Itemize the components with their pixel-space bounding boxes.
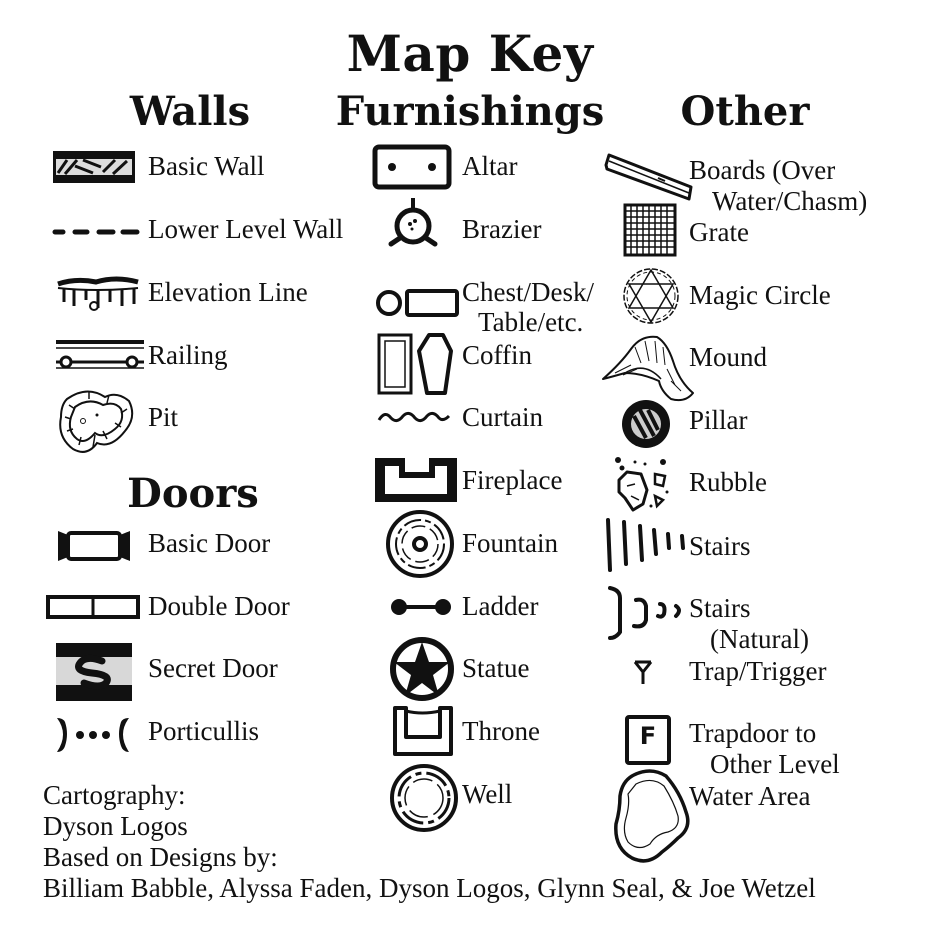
- ladder-label: Ladder: [462, 591, 539, 621]
- credits-designers: Billiam Babble, Alyssa Faden, Dyson Logo…: [43, 873, 816, 903]
- railing-icon: [54, 338, 146, 372]
- brazier-label: Brazier: [462, 214, 542, 244]
- basic-wall-icon: [53, 151, 135, 183]
- walls-heading: Walls: [129, 88, 251, 135]
- magic-circle-icon: [621, 266, 681, 326]
- portcullis-icon: [55, 716, 131, 754]
- mound-icon: [601, 333, 695, 405]
- rubble-icon: [613, 456, 671, 514]
- trapdoor-label: Trapdoor to: [689, 718, 817, 748]
- pit-icon: [57, 387, 137, 457]
- double-door-icon: [46, 594, 140, 620]
- lower-level-wall-label: Lower Level Wall: [148, 214, 344, 244]
- fountain-label: Fountain: [462, 528, 559, 558]
- other-heading: Other: [680, 88, 810, 135]
- throne-label: Throne: [462, 716, 540, 746]
- well-label: Well: [462, 779, 513, 809]
- magic-circle-label: Magic Circle: [689, 280, 831, 310]
- curtain-icon: [377, 410, 451, 424]
- pillar-icon: [620, 398, 672, 450]
- water-area-icon: [610, 768, 694, 868]
- grate-label: Grate: [689, 217, 749, 247]
- basic-door-label: Basic Door: [148, 528, 271, 558]
- ladder-icon: [390, 597, 452, 617]
- basic-door-icon: [56, 529, 132, 563]
- doors-heading: Doors: [127, 470, 259, 517]
- portcullis-label: Porticullis: [148, 716, 260, 746]
- secret-door-label: Secret Door: [148, 653, 278, 683]
- trapdoor-label-line2: Other Level: [710, 749, 840, 779]
- rubble-label: Rubble: [689, 467, 767, 497]
- trap-trigger-icon: [633, 660, 653, 686]
- credits-cartographer: Dyson Logos: [43, 811, 188, 841]
- grate-icon: [623, 203, 677, 257]
- natural-stairs-label: Stairs: [689, 593, 751, 623]
- trapdoor-icon: F: [625, 715, 671, 765]
- elevation-line-label: Elevation Line: [148, 277, 308, 307]
- statue-label: Statue: [462, 653, 530, 683]
- throne-icon: [392, 705, 454, 757]
- lower-level-wall-icon: [52, 228, 140, 236]
- basic-wall-label: Basic Wall: [148, 151, 265, 181]
- mound-label: Mound: [689, 342, 768, 372]
- secret-door-icon: [56, 643, 132, 701]
- credits: Cartography: Dyson Logos Based on Design…: [43, 780, 816, 904]
- furnishings-heading: Furnishings: [335, 88, 605, 135]
- trapdoor-glyph: F: [639, 722, 657, 750]
- water-area-label: Water Area: [689, 781, 811, 811]
- natural-stairs-label-line2: (Natural): [710, 624, 809, 654]
- elevation-line-icon: [56, 276, 140, 312]
- pit-label: Pit: [148, 402, 179, 432]
- well-icon: [389, 763, 459, 833]
- credits-cartography-label: Cartography:: [43, 780, 186, 810]
- altar-label: Altar: [462, 151, 518, 181]
- chest-desk-table-icon: [375, 286, 461, 320]
- brazier-icon: [388, 196, 440, 250]
- altar-icon: [372, 144, 452, 190]
- boards-label: Boards (Over: [689, 155, 836, 185]
- chest-desk-table-label-line2: Table/etc.: [478, 307, 584, 337]
- fireplace-label: Fireplace: [462, 465, 563, 495]
- boards-label-line2: Water/Chasm): [712, 186, 868, 216]
- statue-icon: [389, 636, 455, 702]
- trap-trigger-label: Trap/Trigger: [689, 656, 827, 686]
- boards-icon: [603, 153, 693, 203]
- stairs-label: Stairs: [689, 531, 751, 561]
- coffin-label: Coffin: [462, 340, 533, 370]
- fountain-icon: [384, 508, 456, 580]
- fireplace-icon: [375, 458, 457, 502]
- map-key-title: Map Key: [346, 24, 594, 83]
- stairs-icon: [604, 518, 688, 574]
- curtain-label: Curtain: [462, 402, 543, 432]
- double-door-label: Double Door: [148, 591, 290, 621]
- chest-desk-table-label: Chest/Desk/: [462, 277, 594, 307]
- pillar-label: Pillar: [689, 405, 748, 435]
- natural-stairs-icon: [606, 584, 686, 642]
- railing-label: Railing: [148, 340, 228, 370]
- coffin-icon: [377, 333, 453, 395]
- credits-based-on-label: Based on Designs by:: [43, 842, 278, 872]
